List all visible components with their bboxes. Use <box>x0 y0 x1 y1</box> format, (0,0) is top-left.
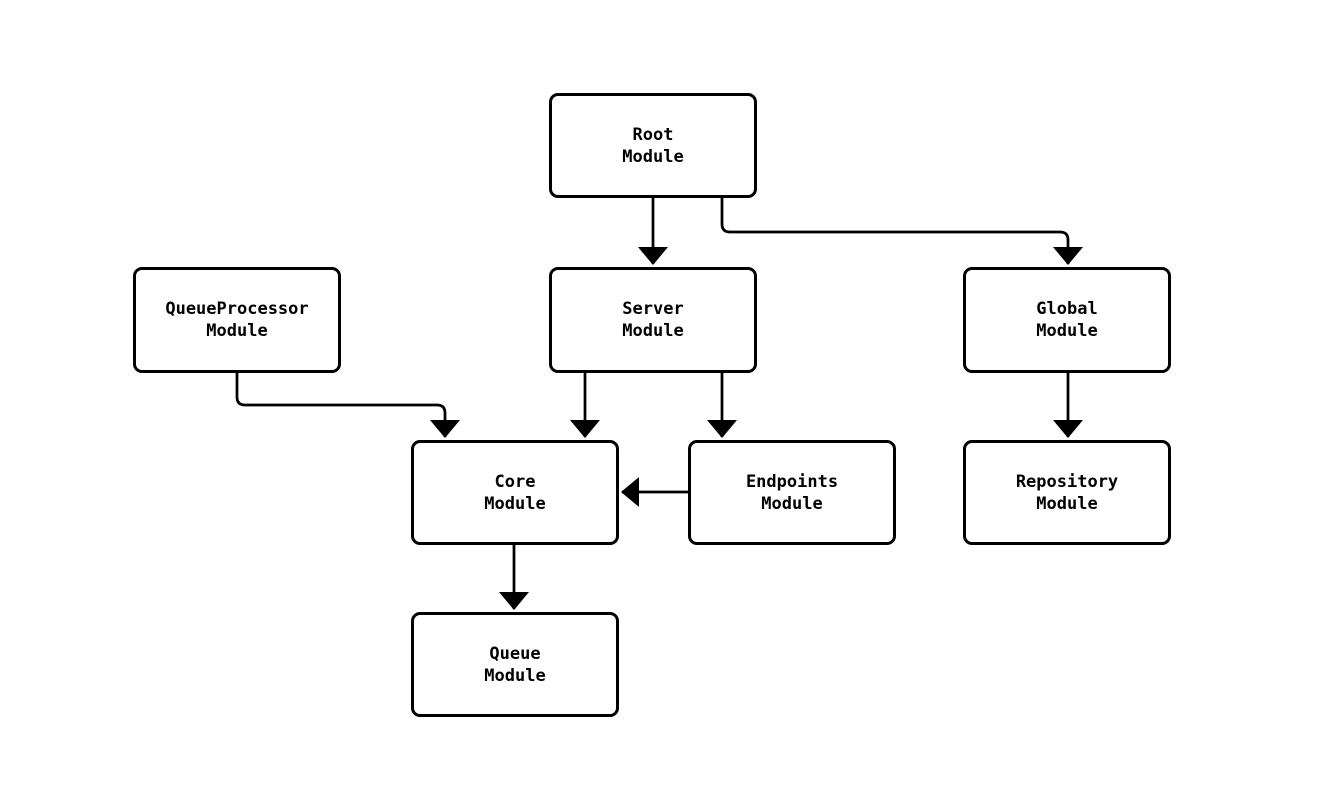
node-label-line1: Core <box>494 471 536 492</box>
edge-root-to-global <box>720 198 1083 265</box>
node-core-module: Core Module <box>411 440 619 545</box>
node-label-line2: Module <box>761 493 823 514</box>
node-label-line2: Module <box>484 493 546 514</box>
node-label-line2: Module <box>1036 321 1098 341</box>
node-repository-module: Repository Module <box>963 440 1171 545</box>
node-label-line2: Module <box>1036 493 1098 514</box>
node-label-line1: Root <box>632 124 674 145</box>
node-server-module: Server Module <box>549 267 757 373</box>
node-label-line1: QueueProcessor <box>165 299 309 319</box>
node-label-line2: Module <box>206 321 268 341</box>
node-label-line1: Endpoints <box>745 471 839 492</box>
node-endpoints-module: Endpoints Module <box>688 440 896 545</box>
node-root-module: Root Module <box>549 93 757 198</box>
node-label-line1: Global <box>1036 299 1098 319</box>
node-queueprocessor-module: QueueProcessor Module <box>133 267 341 373</box>
node-global-module: Global Module <box>963 267 1171 373</box>
node-label-line1: Server <box>622 299 684 319</box>
node-label-line1: Queue <box>489 643 541 664</box>
node-label-line2: Module <box>622 146 684 167</box>
node-queue-module: Queue Module <box>411 612 619 717</box>
node-label-line2: Module <box>484 665 546 686</box>
node-label-line1: Repository <box>1015 471 1119 492</box>
edge-queueprocessor-to-core <box>235 373 460 438</box>
node-label-line2: Module <box>622 321 684 341</box>
